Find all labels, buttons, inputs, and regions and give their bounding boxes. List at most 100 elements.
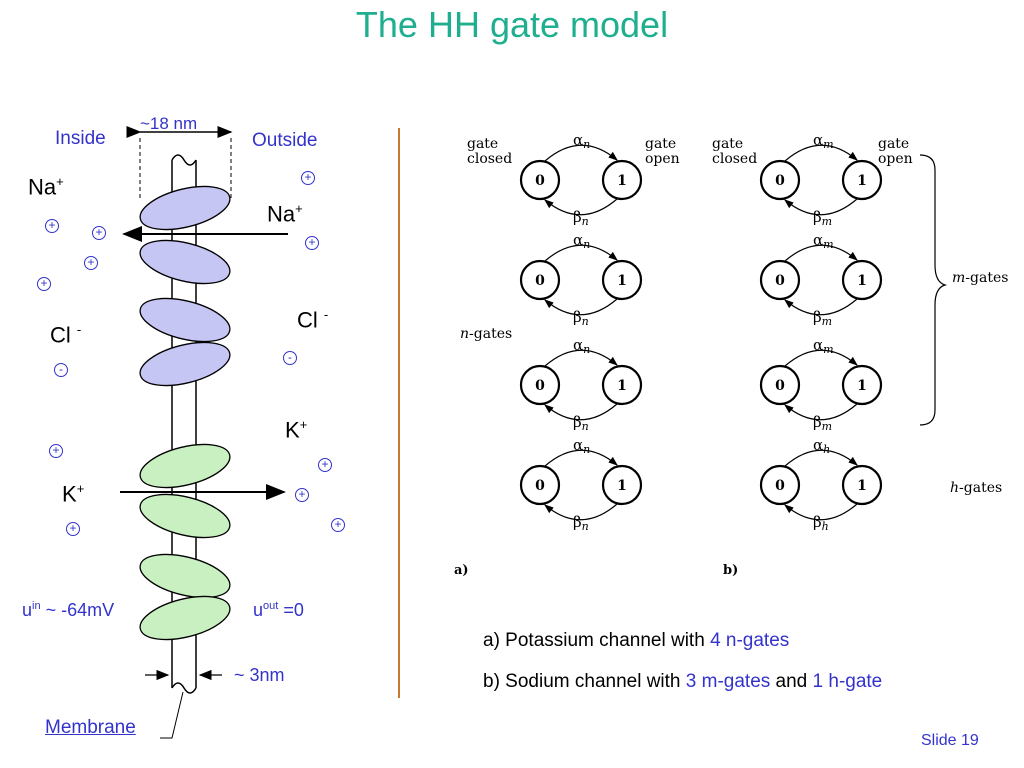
gate-open-label-b-line2: open (878, 151, 913, 167)
gate-state-diagrams: gate closed gate open gate closed gate o… (454, 131, 1008, 578)
beta-rate-label: βn (573, 413, 589, 433)
beta-rate-label: βm (813, 308, 832, 328)
panel-a-label: a) (454, 563, 469, 578)
opening-transition-arrow (784, 244, 858, 262)
k-gate-3 (139, 553, 231, 599)
gate-state-open-node (841, 364, 883, 406)
k-outside-label: K+ (285, 417, 308, 443)
closing-transition-arrow (544, 198, 618, 216)
closing-transition-arrow (544, 298, 618, 316)
u-in-label: uin ~ -64mV (22, 600, 115, 620)
plus-charge-symbol: + (92, 226, 106, 240)
state-0-label: 0 (775, 273, 785, 289)
na-gate-3 (139, 297, 231, 343)
opening-transition-arrow (784, 349, 858, 367)
state-0-label: 0 (775, 173, 785, 189)
closing-transition-arrow (544, 403, 618, 421)
alpha-rate-label: αn (573, 131, 590, 151)
state-0-label: 0 (535, 173, 545, 189)
alpha-rate-label: αm (813, 336, 834, 356)
u-out-label: uout =0 (253, 600, 304, 620)
plus-charge-symbol: + (295, 488, 309, 502)
gate-state-closed-node (519, 259, 561, 301)
state-1-label: 1 (617, 378, 627, 394)
beta-rate-label: βn (573, 208, 589, 228)
k-inside-label: K+ (62, 481, 85, 507)
inside-label: Inside (55, 128, 106, 149)
opening-transition-arrow (784, 449, 858, 467)
gate-state-closed-node (759, 364, 801, 406)
k-gate-2 (139, 493, 231, 539)
plus-charge-symbol: + (84, 256, 98, 270)
closing-transition-arrow (784, 503, 858, 521)
membrane-label: Membrane (45, 717, 136, 738)
opening-transition-arrow (544, 244, 618, 262)
plus-charge-symbol: + (49, 444, 63, 458)
state-0-label: 0 (535, 378, 545, 394)
opening-transition-arrow (544, 449, 618, 467)
na-gate-4 (139, 341, 231, 387)
beta-rate-label: βn (573, 308, 589, 328)
na-inside-label: Na+ (28, 174, 64, 200)
gate-closed-label-a-line2: closed (467, 151, 512, 167)
panel-b-label: b) (723, 563, 738, 578)
gate-state-closed-node (759, 464, 801, 506)
gate-closed-label-b-line1: gate (712, 136, 743, 152)
beta-rate-label: βh (813, 513, 829, 533)
closing-transition-arrow (784, 403, 858, 421)
alpha-rate-label: αh (813, 436, 830, 456)
alpha-rate-label: αm (813, 231, 834, 251)
na-outside-label: Na+ (267, 201, 303, 227)
closing-transition-arrow (544, 503, 618, 521)
k-gate-4 (139, 595, 231, 641)
gate-state-closed-node (759, 259, 801, 301)
alpha-rate-label: αn (573, 436, 590, 456)
gate-state-open-node (601, 159, 643, 201)
gate-state-closed-node (519, 159, 561, 201)
na-gate-2 (139, 239, 231, 285)
gate-state-closed-node (519, 464, 561, 506)
gate-state-open-node (841, 464, 883, 506)
state-1-label: 1 (857, 478, 867, 494)
gate-state-open-node (841, 159, 883, 201)
beta-rate-label: βn (573, 513, 589, 533)
pore-width-label: ~ 3nm (234, 665, 285, 685)
ion-channel-diagram (120, 126, 288, 739)
state-0-label: 0 (775, 378, 785, 394)
m-gates-label: m-gates (952, 270, 1008, 286)
minus-charge-symbol: - (283, 351, 297, 365)
outside-label: Outside (252, 130, 318, 151)
gate-open-label-a-line2: open (645, 151, 680, 167)
closing-transition-arrow (784, 298, 858, 316)
plus-charge-symbol: + (301, 171, 315, 185)
gate-open-label-a-line1: gate (645, 136, 676, 152)
alpha-rate-label: αn (573, 336, 590, 356)
cl-outside-label: Cl - (297, 307, 329, 333)
caption-potassium: a) Potassium channel with 4 n-gates (483, 630, 790, 651)
gate-closed-label-a-line1: gate (467, 136, 498, 152)
beta-rate-label: βm (813, 208, 832, 228)
width-label: ~18 nm (140, 114, 198, 133)
minus-charge-symbol: - (54, 363, 68, 377)
pore-break-top (171, 154, 197, 166)
closing-transition-arrow (784, 198, 858, 216)
gate-state-open-node (601, 364, 643, 406)
plus-charge-symbol: + (45, 219, 59, 233)
plus-charge-symbol: + (66, 522, 80, 536)
opening-transition-arrow (544, 349, 618, 367)
gate-closed-label-b-line2: closed (712, 151, 757, 167)
gate-state-open-node (601, 464, 643, 506)
gate-state-open-node (601, 259, 643, 301)
m-gates-brace (919, 154, 948, 426)
gate-state-closed-node (759, 159, 801, 201)
vertical-divider (398, 128, 400, 698)
plus-charge-symbol: + (305, 236, 319, 250)
gate-open-label-b-line1: gate (878, 136, 909, 152)
gate-state-closed-node (519, 364, 561, 406)
beta-rate-label: βm (813, 413, 832, 433)
na-gate-1 (139, 185, 231, 231)
alpha-rate-label: αm (813, 131, 834, 151)
pore-break-bottom (171, 682, 197, 694)
caption-sodium: b) Sodium channel with 3 m-gates and 1 h… (483, 671, 883, 692)
membrane-pointer (160, 691, 184, 739)
